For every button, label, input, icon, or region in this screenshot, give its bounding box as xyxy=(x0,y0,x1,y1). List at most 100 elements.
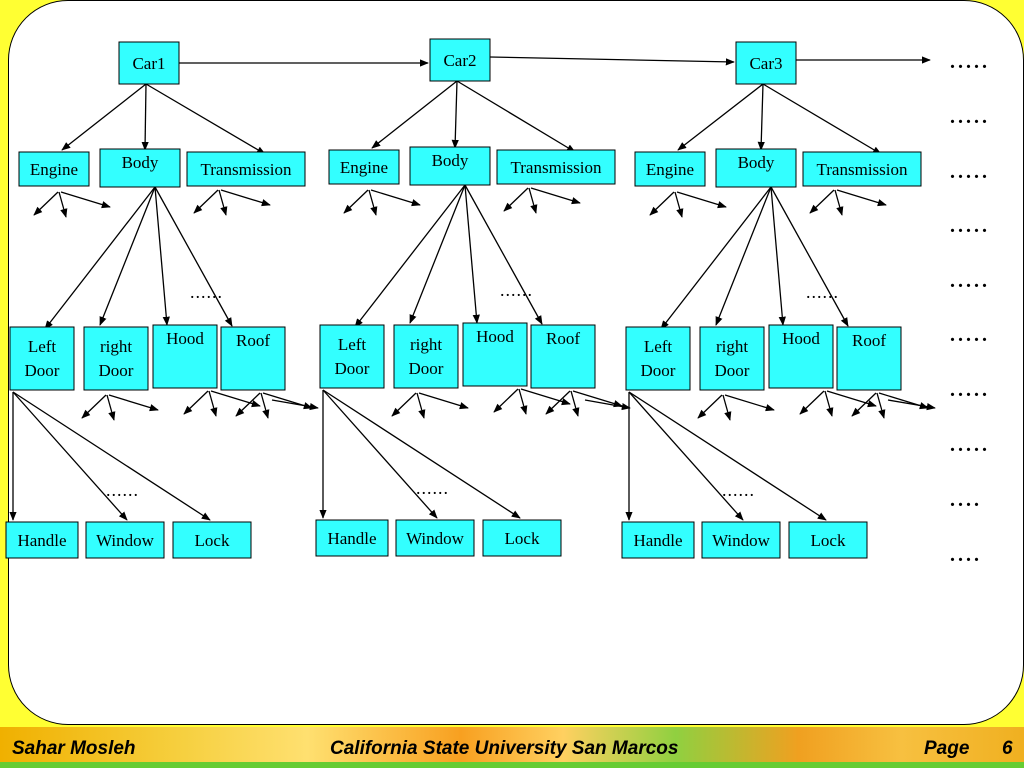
edge-body-roof xyxy=(464,184,543,325)
roof-node-box xyxy=(530,324,596,389)
left-door-node-box xyxy=(625,326,691,391)
footer-page-label: Page xyxy=(924,738,970,759)
fan-hood xyxy=(826,390,877,408)
continuation-dots: .... xyxy=(950,544,982,566)
transmission-node: Transmission xyxy=(186,151,306,187)
body-parts-ellipsis: ...... xyxy=(500,280,533,300)
fan-engine xyxy=(58,191,68,218)
edge-car-engine xyxy=(61,83,147,151)
hood-node-label: Hood xyxy=(782,329,820,348)
door-parts-ellipsis: ...... xyxy=(106,480,139,500)
edge-body-leftdoor xyxy=(44,186,156,330)
roof-node-box xyxy=(836,326,902,391)
fan-transmission xyxy=(193,189,219,214)
door-parts-ellipsis: ...... xyxy=(722,480,755,500)
handle-node: Handle xyxy=(5,521,79,559)
roof-node: Roof xyxy=(220,326,286,391)
transmission-node-box xyxy=(802,151,922,187)
right-door-node-label: right xyxy=(410,335,442,354)
lock-node-label: Lock xyxy=(195,531,230,550)
window-node: Window xyxy=(395,519,475,557)
left-door-node-label: Left xyxy=(644,337,673,356)
transmission-node-label: Transmission xyxy=(200,160,292,179)
window-node: Window xyxy=(85,521,165,559)
fan-roof xyxy=(876,392,886,419)
handle-node-box xyxy=(621,521,695,559)
lock-node: Lock xyxy=(482,519,562,557)
fan-transmission xyxy=(530,187,581,205)
handle-node-label: Handle xyxy=(327,529,376,548)
fan-roof xyxy=(572,390,623,408)
car-node-label: Car2 xyxy=(443,51,476,70)
window-node-label: Window xyxy=(712,531,771,550)
window-node-box xyxy=(85,521,165,559)
edge-car-body xyxy=(451,80,459,149)
fan-engine xyxy=(33,191,59,216)
fan-transmission xyxy=(528,187,538,214)
lock-node-label: Lock xyxy=(811,531,846,550)
fan-rightdoor xyxy=(106,394,116,421)
transmission-node-label: Transmission xyxy=(510,158,602,177)
engine-node: Engine xyxy=(634,151,706,187)
car-node: Car2 xyxy=(429,38,491,82)
engine-node-label: Engine xyxy=(340,158,388,177)
fan-rightdoor xyxy=(722,394,732,421)
engine-node: Engine xyxy=(18,151,90,187)
engine-node-box xyxy=(634,151,706,187)
continuation-dots: ..... xyxy=(950,324,990,346)
edge-body-leftdoor xyxy=(660,186,772,330)
window-node: Window xyxy=(701,521,781,559)
hood-node-box xyxy=(152,324,218,389)
edge-door-window xyxy=(628,391,744,521)
engine-node-box xyxy=(328,149,400,185)
body-node-box xyxy=(715,148,797,188)
window-node-label: Window xyxy=(96,531,155,550)
fan-hood xyxy=(518,388,528,415)
lock-node-box xyxy=(172,521,252,559)
edge-door-lock xyxy=(322,389,521,519)
right-door-node-label: right xyxy=(100,337,132,356)
engine-node-label: Engine xyxy=(646,160,694,179)
lock-node-box xyxy=(482,519,562,557)
right-door-node-label: right xyxy=(716,337,748,356)
footer-strip xyxy=(0,762,1024,768)
left-door-node-label: Door xyxy=(641,361,676,380)
body-node-box xyxy=(409,146,491,186)
edge-car2-car3 xyxy=(489,56,735,66)
body-parts-ellipsis: ...... xyxy=(190,282,223,302)
handle-node: Handle xyxy=(315,519,389,557)
fan-rightdoor xyxy=(416,392,426,419)
handle-node-box xyxy=(315,519,389,557)
left-door-node-box xyxy=(9,326,75,391)
continuation-dots: .... xyxy=(950,489,982,511)
continuation-dots: ..... xyxy=(950,51,990,73)
edge-body-roof xyxy=(154,186,233,327)
edge-body-rightdoor xyxy=(715,186,772,326)
edge-door-window xyxy=(12,391,128,521)
fan-roof xyxy=(260,392,270,419)
edge-body-hood xyxy=(770,186,786,326)
lock-node: Lock xyxy=(788,521,868,559)
left-door-node-label: Door xyxy=(25,361,60,380)
edge-door-lock xyxy=(628,391,827,521)
edge-car-transmission xyxy=(145,83,266,155)
footer-bar xyxy=(0,727,1024,768)
edge-car-engine xyxy=(677,83,764,151)
hood-node: Hood xyxy=(462,322,528,387)
transmission-node-box xyxy=(186,151,306,187)
roof-node-label: Roof xyxy=(546,329,580,348)
body-parts-ellipsis: ...... xyxy=(806,282,839,302)
lock-node-label: Lock xyxy=(505,529,540,548)
hood-node-box xyxy=(462,322,528,387)
left-door-node-label: Left xyxy=(28,337,57,356)
car-node-box xyxy=(429,38,491,82)
edge-subtree-link xyxy=(271,399,319,411)
car-node-box xyxy=(118,41,180,85)
right-door-node-box xyxy=(393,324,459,389)
